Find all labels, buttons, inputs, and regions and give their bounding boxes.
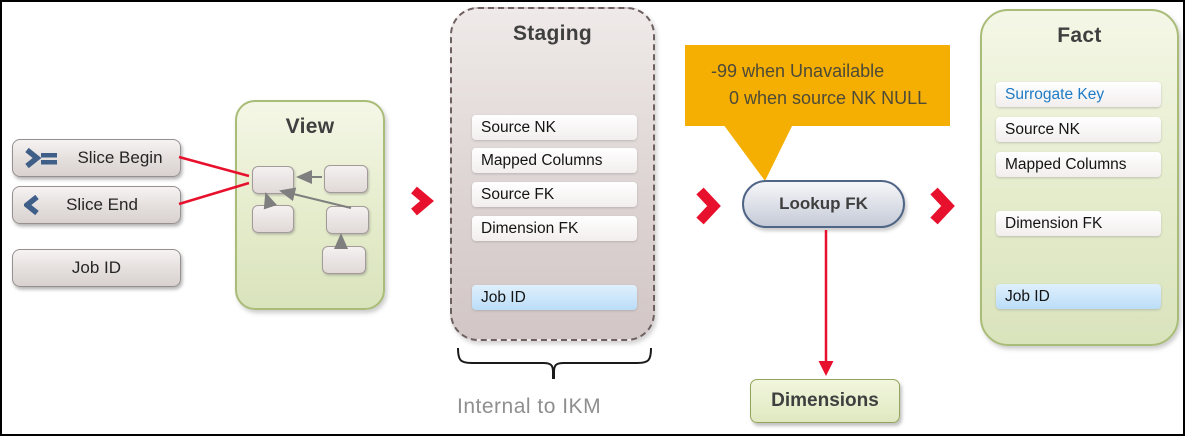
job-id-label: Job ID [71, 258, 122, 277]
callout-line2: 0 when source NK NULL [729, 88, 928, 108]
lookup-fk-label: Lookup FK [779, 194, 868, 213]
slice-begin-label: Slice Begin [77, 148, 163, 167]
view-node [324, 165, 368, 193]
staging-row-source-nk: Source NK [472, 115, 637, 140]
dimensions-label: Dimensions [771, 390, 879, 411]
source-box-slice-begin: Slice Begin [12, 139, 181, 177]
fact-panel: Fact Surrogate Key Source NK Mapped Colu… [980, 9, 1179, 346]
fact-title: Fact [1057, 24, 1102, 47]
brace [457, 347, 554, 379]
view-node [252, 166, 294, 194]
fact-row-source-nk: Source NK [996, 117, 1161, 142]
view-node [322, 246, 366, 274]
slice-begin-icon [24, 148, 60, 168]
slice-end-label: Slice End [66, 195, 138, 214]
staging-row-job-id: Job ID [472, 285, 637, 310]
staging-row-source-fk: Source FK [472, 182, 637, 207]
lookup-fk-step: Lookup FK [742, 180, 905, 228]
flow-chevron-icon [411, 186, 434, 216]
view-node [326, 206, 369, 234]
dimensions-box: Dimensions [750, 379, 900, 423]
fact-row-surrogate-key: Surrogate Key [996, 82, 1161, 107]
callout-line1: -99 when Unavailable [711, 61, 885, 81]
view-node [252, 205, 294, 233]
fact-row-mapped-columns: Mapped Columns [996, 152, 1161, 177]
source-box-job-id: Job ID [12, 249, 181, 287]
arrowhead [818, 361, 834, 376]
fact-row-dimension-fk: Dimension FK [996, 211, 1161, 236]
staging-title: Staging [512, 22, 593, 45]
staging-panel: Staging Source NK Mapped Columns Source … [450, 7, 655, 341]
staging-row-mapped-columns: Mapped Columns [472, 148, 637, 173]
brace [553, 347, 652, 379]
staging-row-dimension-fk: Dimension FK [472, 216, 637, 241]
flow-chevron-icon [696, 187, 721, 225]
fact-row-job-id: Job ID [996, 284, 1161, 309]
view-panel: View [235, 100, 385, 310]
slice-end-icon [24, 195, 40, 215]
view-title: View [285, 115, 335, 138]
callout-pointer [723, 124, 793, 181]
flow-chevron-icon [930, 187, 955, 225]
internal-to-ikm-label: Internal to IKM [457, 395, 602, 418]
source-box-slice-end: Slice End [12, 186, 181, 224]
lookup-callout: -99 when Unavailable 0 when source NK NU… [685, 45, 950, 126]
